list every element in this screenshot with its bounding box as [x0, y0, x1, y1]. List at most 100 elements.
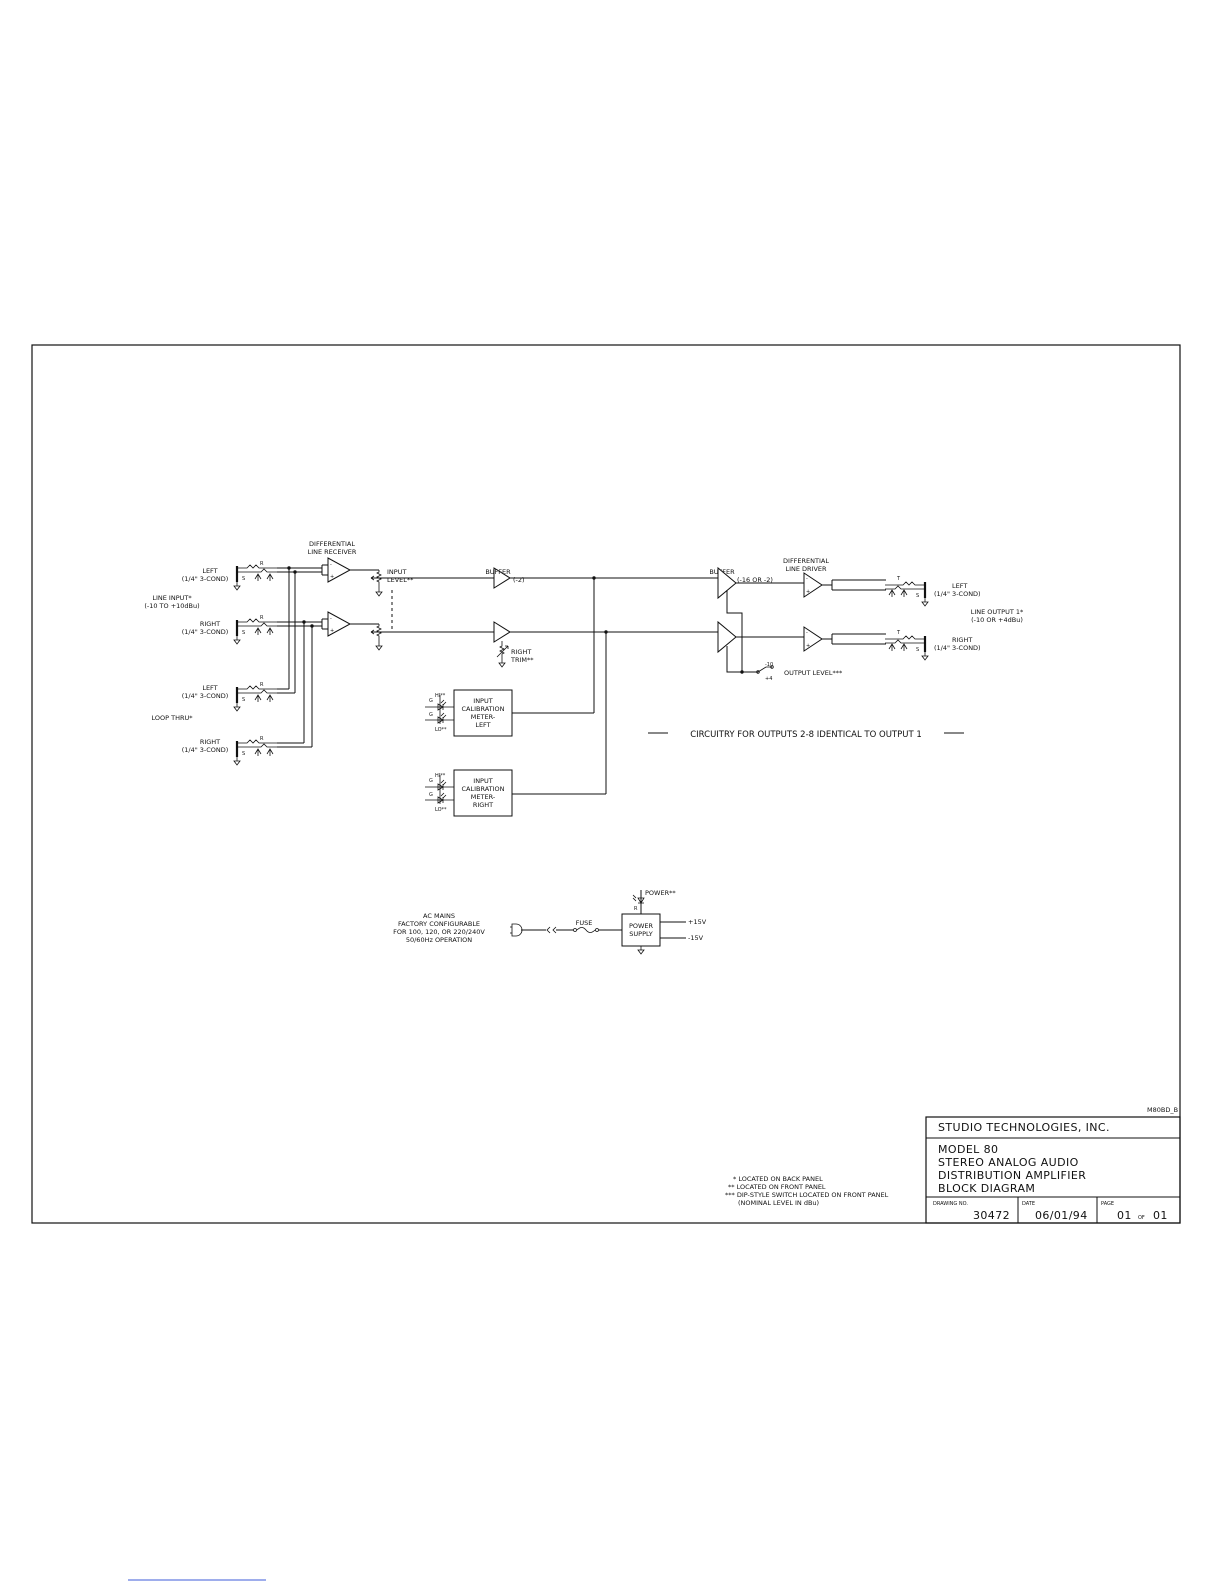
- svg-text:AC MAINS: AC MAINS: [423, 912, 455, 920]
- svg-text:(NOMINAL LEVEL IN dBu): (NOMINAL LEVEL IN dBu): [738, 1199, 819, 1207]
- input-level-label: INPUT LEVEL**: [387, 568, 414, 584]
- file-code: M80BD_B: [1147, 1106, 1178, 1114]
- svg-text:METER-: METER-: [471, 713, 496, 721]
- svg-text:(-10 OR +4dBu): (-10 OR +4dBu): [971, 616, 1023, 624]
- driver-left-amp: - +: [803, 572, 833, 598]
- svg-text:LEVEL**: LEVEL**: [387, 576, 414, 584]
- loop-thru-wiring: [277, 566, 322, 748]
- svg-text:LINE INPUT*: LINE INPUT*: [152, 594, 192, 602]
- buffer-1-left-amp: [493, 567, 511, 589]
- svg-text:S: S: [242, 576, 245, 582]
- driver-right-amp: - +: [803, 626, 833, 652]
- svg-text:*** DIP-STYLE SWITCH LOCATED O: *** DIP-STYLE SWITCH LOCATED ON FRONT PA…: [725, 1191, 889, 1199]
- line-output-label: LINE OUTPUT 1* (-10 OR +4dBu): [971, 608, 1024, 624]
- svg-text:T: T: [896, 630, 901, 636]
- svg-text:R: R: [260, 736, 264, 742]
- svg-text:LINE OUTPUT 1*: LINE OUTPUT 1*: [971, 608, 1024, 616]
- svg-text:(1/4" 3-COND): (1/4" 3-COND): [182, 746, 229, 754]
- svg-text:* LOCATED ON BACK PANEL: * LOCATED ON BACK PANEL: [733, 1175, 823, 1183]
- svg-text:CIRCUITRY FOR OUTPUTS 2-8 IDEN: CIRCUITRY FOR OUTPUTS 2-8 IDENTICAL TO O…: [690, 730, 922, 740]
- loop-right-jack: RIGHT (1/4" 3-COND) S R: [182, 736, 279, 767]
- svg-text:+15V: +15V: [688, 918, 707, 926]
- input-right-jack: RIGHT (1/4" 3-COND) S R: [182, 615, 279, 646]
- svg-text:RIGHT: RIGHT: [200, 738, 220, 746]
- svg-text:CALIBRATION: CALIBRATION: [461, 705, 504, 713]
- svg-text:POWER**: POWER**: [645, 889, 676, 897]
- svg-text:(1/4" 3-COND): (1/4" 3-COND): [934, 590, 981, 598]
- input-level-pot-left: [370, 569, 383, 597]
- fuse-icon: FUSE: [556, 919, 622, 933]
- svg-text:(-10 TO +10dBu): (-10 TO +10dBu): [144, 602, 199, 610]
- svg-text:METER-: METER-: [471, 793, 496, 801]
- svg-text:** LOCATED ON FRONT PANEL: ** LOCATED ON FRONT PANEL: [728, 1183, 826, 1191]
- svg-text:FUSE: FUSE: [576, 919, 593, 927]
- svg-text:LO**: LO**: [435, 807, 447, 813]
- meter-left-block: INPUT CALIBRATION METER- LEFT G G HI** L…: [425, 578, 595, 737]
- output-right-jack: S T RIGHT (1/4" 3-COND): [883, 630, 981, 662]
- svg-text:R: R: [634, 906, 638, 912]
- differential-receiver-label: DIFFERENTIAL LINE RECEIVER: [308, 540, 357, 556]
- svg-text:-15V: -15V: [688, 934, 704, 942]
- svg-text:OF: OF: [1138, 1215, 1145, 1221]
- svg-text:RIGHT: RIGHT: [200, 620, 220, 628]
- svg-text:LO**: LO**: [435, 727, 447, 733]
- right-trim: RIGHT TRIM**: [496, 641, 534, 668]
- svg-text:HI**: HI**: [435, 773, 446, 779]
- svg-text:BLOCK DIAGRAM: BLOCK DIAGRAM: [938, 1182, 1035, 1195]
- svg-text:DISTRIBUTION AMPLIFIER: DISTRIBUTION AMPLIFIER: [938, 1169, 1086, 1182]
- svg-text:-: -: [330, 562, 332, 568]
- svg-text:+: +: [330, 628, 334, 634]
- svg-text:-: -: [806, 630, 808, 636]
- svg-text:R: R: [260, 615, 264, 621]
- svg-text:S: S: [916, 593, 919, 599]
- svg-text:OUTPUT LEVEL***: OUTPUT LEVEL***: [784, 669, 843, 677]
- svg-text:G: G: [429, 792, 433, 798]
- loop-left-jack: LEFT (1/4" 3-COND) S R: [182, 682, 279, 713]
- output-level-switch: -10 +4 OUTPUT LEVEL***: [726, 590, 843, 682]
- company-name: STUDIO TECHNOLOGIES, INC.: [938, 1121, 1110, 1134]
- svg-text:S: S: [242, 751, 245, 757]
- svg-text:-: -: [806, 576, 808, 582]
- svg-text:INPUT: INPUT: [473, 697, 492, 705]
- power-led: R POWER**: [632, 889, 676, 914]
- svg-text:MODEL 80: MODEL 80: [938, 1143, 998, 1156]
- svg-text:S: S: [916, 647, 919, 653]
- svg-text:+: +: [330, 574, 334, 580]
- loop-thru-label: LOOP THRU*: [152, 714, 194, 722]
- svg-text:LINE DRIVER: LINE DRIVER: [785, 565, 827, 573]
- svg-text:TRIM**: TRIM**: [510, 656, 534, 664]
- output-left-jack: S T LEFT (1/4" 3-COND): [883, 576, 981, 608]
- power-supply-block: POWER SUPPLY +15V -15V: [621, 913, 707, 955]
- drawing-number: 30472: [973, 1209, 1010, 1222]
- receiver-right-amp: - +: [321, 611, 352, 637]
- svg-text:(1/4" 3-COND): (1/4" 3-COND): [182, 628, 229, 636]
- svg-text:LEFT: LEFT: [952, 582, 967, 590]
- ac-inlet-icon: [510, 923, 557, 937]
- svg-text:POWER: POWER: [629, 922, 654, 930]
- svg-text:INPUT: INPUT: [387, 568, 406, 576]
- svg-text:LINE RECEIVER: LINE RECEIVER: [308, 548, 357, 556]
- receiver-left-amp: - +: [321, 557, 352, 583]
- circuitry-note: CIRCUITRY FOR OUTPUTS 2-8 IDENTICAL TO O…: [648, 730, 964, 740]
- svg-text:R: R: [260, 682, 264, 688]
- buffer-1-gain: (-2): [513, 576, 525, 584]
- svg-text:DIFFERENTIAL: DIFFERENTIAL: [783, 557, 829, 565]
- svg-text:STEREO ANALOG AUDIO: STEREO ANALOG AUDIO: [938, 1156, 1079, 1169]
- svg-text:(1/4" 3-COND): (1/4" 3-COND): [182, 692, 229, 700]
- svg-text:DIFFERENTIAL: DIFFERENTIAL: [309, 540, 355, 548]
- svg-text:INPUT: INPUT: [473, 777, 492, 785]
- svg-text:+: +: [806, 643, 810, 649]
- svg-text:DATE: DATE: [1022, 1201, 1035, 1207]
- svg-text:RIGHT: RIGHT: [952, 636, 972, 644]
- svg-text:T: T: [896, 576, 901, 582]
- legend: * LOCATED ON BACK PANEL ** LOCATED ON FR…: [725, 1175, 889, 1207]
- svg-text:G: G: [429, 698, 433, 704]
- differential-driver-label: DIFFERENTIAL LINE DRIVER: [783, 557, 829, 573]
- svg-text:DRAWING NO.: DRAWING NO.: [933, 1201, 968, 1207]
- buffer-1-right-amp: [493, 621, 511, 643]
- svg-text:RIGHT: RIGHT: [511, 648, 531, 656]
- svg-text:01: 01: [1153, 1209, 1168, 1222]
- input-left-jack: LEFT (1/4" 3-COND) S R: [182, 561, 279, 592]
- svg-text:G: G: [429, 712, 433, 718]
